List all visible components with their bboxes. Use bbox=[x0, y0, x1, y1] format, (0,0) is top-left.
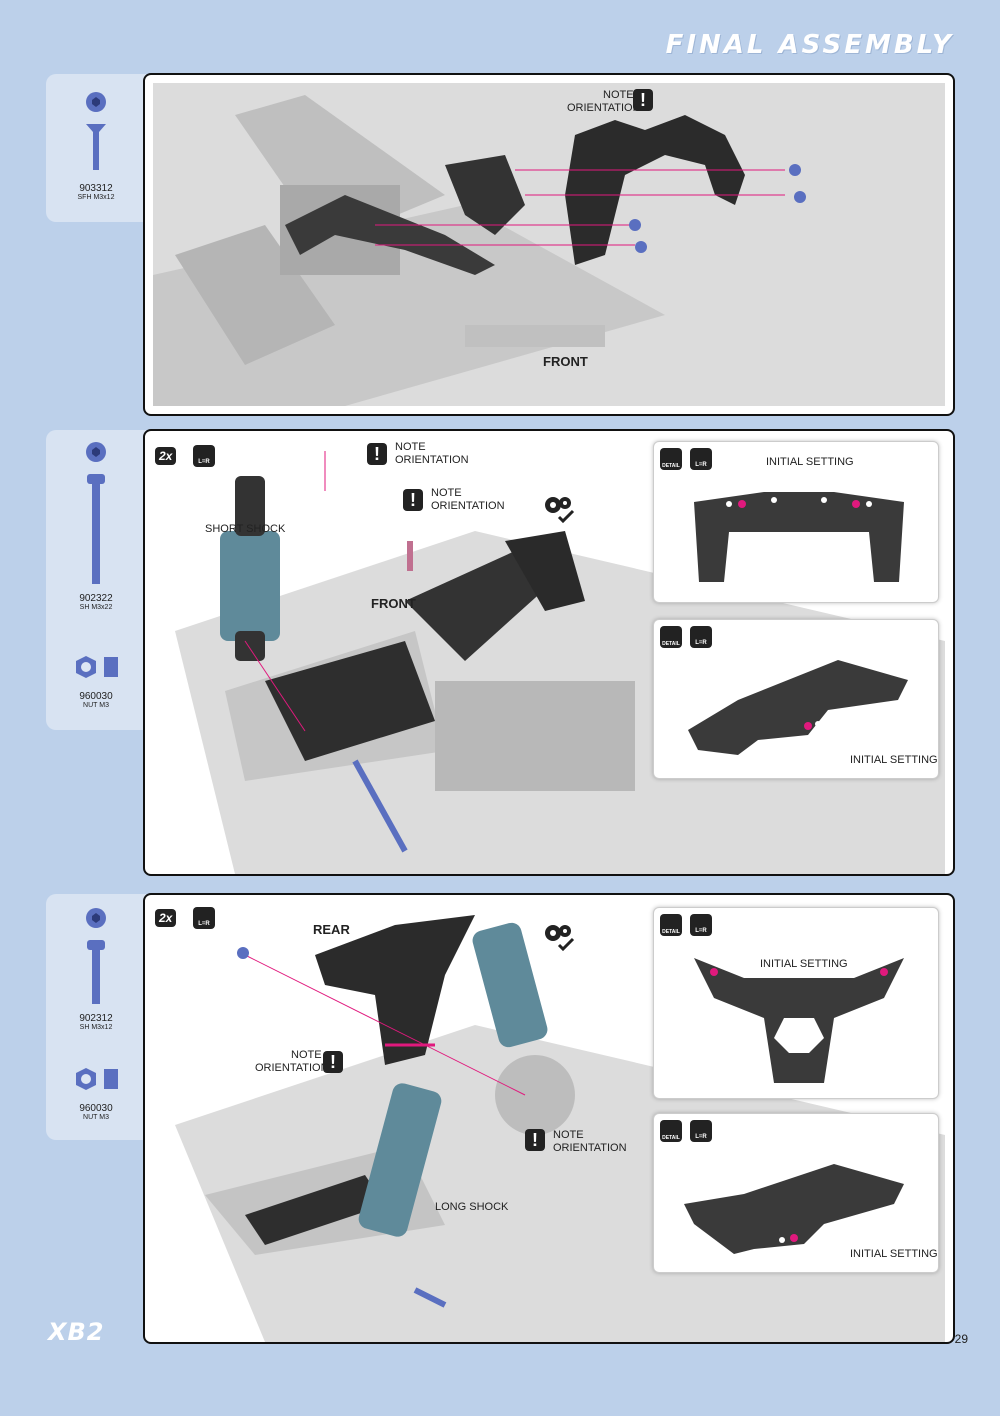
magnifier-detail-icon: DETAIL bbox=[660, 626, 682, 648]
exclamation-icon: ! bbox=[525, 1129, 545, 1151]
part-number: 960030 bbox=[79, 691, 113, 702]
note-label: NOTE bbox=[603, 89, 634, 101]
orientation-label: ORIENTATION bbox=[395, 454, 469, 466]
shock-tower-detail bbox=[694, 958, 904, 1083]
detail-shock-tower: DETAIL L=R INITIAL SETTING bbox=[653, 441, 939, 603]
flat-head-screw-icon bbox=[86, 92, 106, 170]
quantity-badge: 2x bbox=[155, 447, 177, 465]
part-description: SFH M3x12 bbox=[77, 194, 115, 201]
gear-check-icon bbox=[545, 925, 575, 952]
initial-setting-label: INITIAL SETTING bbox=[760, 958, 848, 970]
parts-sidebar-step2: 902322 SH M3x22 960030 NUT M3 bbox=[46, 430, 146, 730]
quantity-badge: 2x bbox=[155, 909, 177, 927]
part-903312: 903312 SFH M3x12 bbox=[46, 88, 146, 201]
detail-shock-tower: DETAIL L=R INITIAL SETTING bbox=[653, 907, 939, 1099]
part-number: 960030 bbox=[79, 1103, 113, 1114]
step2-illustration bbox=[175, 451, 945, 874]
exclamation-icon: ! bbox=[367, 443, 387, 465]
initial-setting-label: INITIAL SETTING bbox=[850, 754, 938, 766]
note-label: NOTE bbox=[291, 1049, 322, 1061]
left-equals-right-icon: L=R bbox=[690, 626, 712, 648]
magnifier-detail-icon: DETAIL bbox=[660, 1120, 682, 1142]
long-shock-label: LONG SHOCK bbox=[435, 1201, 509, 1213]
orientation-label: ORIENTATION bbox=[567, 102, 641, 114]
orientation-label: ORIENTATION bbox=[553, 1142, 627, 1154]
shock-tower-detail bbox=[694, 492, 904, 582]
initial-setting-label: INITIAL SETTING bbox=[766, 456, 854, 468]
front-label: FRONT bbox=[543, 354, 588, 369]
page-header: FINAL ASSEMBLY bbox=[665, 30, 954, 60]
exclamation-icon: ! bbox=[403, 489, 423, 511]
part-960030: 960030 NUT M3 bbox=[46, 1064, 146, 1121]
part-description: NUT M3 bbox=[83, 702, 109, 709]
arm-detail bbox=[688, 660, 908, 755]
part-description: SH M3x22 bbox=[79, 604, 113, 611]
step2-panel: 2x L=R ! NOTE ORIENTATION ! NOTE ORIENTA… bbox=[143, 429, 955, 876]
step1-illustration bbox=[153, 83, 945, 406]
note-label: NOTE bbox=[553, 1129, 584, 1141]
part-902322: 902322 SH M3x22 bbox=[46, 438, 146, 611]
part-902312: 902312 SH M3x12 bbox=[46, 904, 146, 1031]
arm-detail bbox=[684, 1164, 904, 1254]
step1-panel: ! NOTE ORIENTATION FRONT bbox=[143, 73, 955, 416]
xb2-logo: XB2 bbox=[48, 1318, 105, 1346]
left-equals-right-icon: L=R bbox=[193, 907, 215, 929]
orientation-label: ORIENTATION bbox=[255, 1062, 329, 1074]
part-description: NUT M3 bbox=[83, 1114, 109, 1121]
gear-check-icon bbox=[545, 497, 575, 524]
left-equals-right-icon: L=R bbox=[193, 445, 215, 467]
step3-panel: 2x L=R REAR NOTE ORIENTATION ! ! NOTE OR… bbox=[143, 893, 955, 1344]
note-label: NOTE bbox=[395, 441, 426, 453]
exclamation-icon: ! bbox=[323, 1051, 343, 1073]
note-label: NOTE bbox=[431, 487, 462, 499]
orientation-label: ORIENTATION bbox=[431, 500, 505, 512]
parts-sidebar-step3: 902312 SH M3x12 960030 NUT M3 bbox=[46, 894, 146, 1140]
parts-sidebar-step1: 903312 SFH M3x12 bbox=[46, 74, 146, 222]
socket-head-screw-icon bbox=[86, 442, 106, 584]
page-number: 29 bbox=[954, 1332, 968, 1346]
initial-setting-label: INITIAL SETTING bbox=[850, 1248, 938, 1260]
rear-label: REAR bbox=[313, 922, 350, 937]
part-number: 902322 bbox=[79, 593, 113, 604]
detail-arm: DETAIL L=R INITIAL SETTING bbox=[653, 1113, 939, 1273]
front-label: FRONT bbox=[371, 596, 416, 611]
left-equals-right-icon: L=R bbox=[690, 1120, 712, 1142]
part-number: 902312 bbox=[79, 1013, 113, 1024]
left-equals-right-icon: L=R bbox=[690, 914, 712, 936]
part-960030: 960030 NUT M3 bbox=[46, 652, 146, 709]
magnifier-detail-icon: DETAIL bbox=[660, 914, 682, 936]
nut-icon bbox=[76, 1068, 118, 1090]
short-shock-label: SHORT SHOCK bbox=[205, 523, 286, 535]
part-description: SH M3x12 bbox=[79, 1024, 113, 1031]
left-equals-right-icon: L=R bbox=[690, 448, 712, 470]
magnifier-detail-icon: DETAIL bbox=[660, 448, 682, 470]
detail-arm: DETAIL L=R INITIAL SETTING bbox=[653, 619, 939, 779]
part-number: 903312 bbox=[79, 183, 113, 194]
exclamation-icon: ! bbox=[633, 89, 653, 111]
nut-icon bbox=[76, 656, 118, 678]
socket-head-screw-icon bbox=[86, 908, 106, 1004]
